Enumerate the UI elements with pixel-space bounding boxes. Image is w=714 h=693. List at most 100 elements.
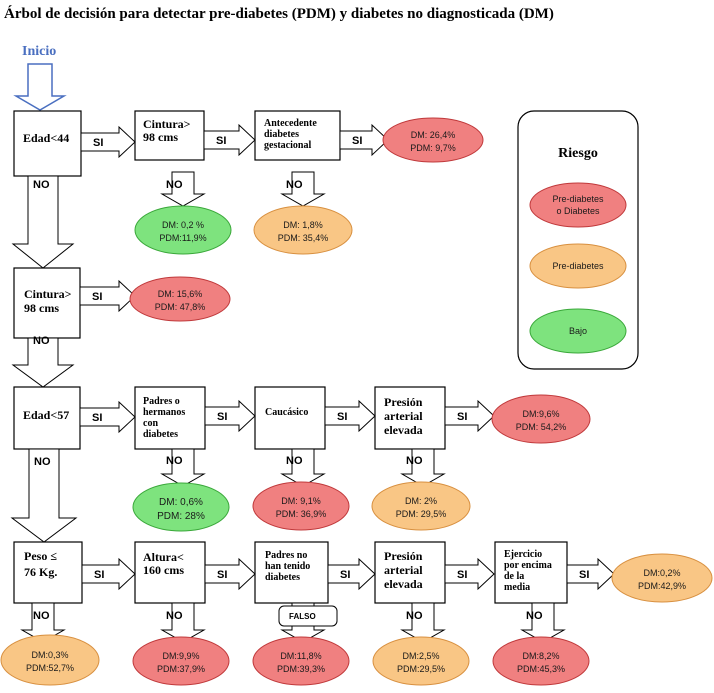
- box-padres_hermanos-line: con: [143, 418, 158, 429]
- outcome-r5_yes-pdm: PDM:42,9%: [638, 581, 686, 591]
- box-presion1-line: Presión: [384, 395, 423, 409]
- outcome-cintura1_no-dm: DM: 0,2 %: [162, 220, 204, 230]
- outcome-presion1_no-dm: DM: 2%: [405, 496, 437, 506]
- legend-item-high-label: Pre-diabetes: [552, 194, 604, 204]
- arrow-peso-si: [81, 557, 136, 591]
- outcome-altura_no-ellipse: [132, 636, 230, 686]
- arrow-padres-hermanos-si-label: SI: [217, 411, 227, 423]
- box-cintura1: [134, 110, 205, 161]
- outcome-caucasico_no-ellipse: [252, 481, 350, 531]
- box-caucasico: [254, 386, 326, 450]
- box-peso-line: 76 Kg.: [24, 565, 57, 579]
- arrow-edad57-no-label: NO: [34, 456, 51, 468]
- arrow-altura-no: [160, 602, 206, 643]
- outcome-padres_no_falso-pdm: PDM:39,3%: [277, 664, 325, 674]
- outcome-padres_hermanos_no-pdm: PDM: 28%: [157, 511, 205, 522]
- arrow-ejercicio-si: [566, 557, 615, 591]
- box-antecedente-line: gestacional: [264, 140, 311, 151]
- outcome-r1_yes-pdm: PDM: 9,7%: [410, 143, 456, 153]
- legend-item-high-ellipse: [529, 182, 627, 228]
- arrow-edad44-no-label: NO: [33, 179, 50, 191]
- legend-item-medium-label: Pre-diabetes: [552, 261, 604, 271]
- arrow-presion2-si-label: SI: [457, 569, 467, 581]
- arrow-ejercicio-no: [520, 602, 566, 643]
- arrow-antecedente-no: [280, 171, 326, 207]
- box-padres_no: [254, 541, 329, 604]
- outcome-r3_yes-ellipse: [491, 394, 591, 444]
- start-label: Inicio: [22, 44, 56, 59]
- outcome-r3_yes-pdm: PDM: 54,2%: [516, 422, 567, 432]
- falso-callout-label: FALSO: [289, 612, 316, 621]
- arrow-edad57-no: [10, 448, 78, 543]
- start-arrow: [13, 63, 67, 111]
- box-ejercicio-line: media: [504, 582, 530, 593]
- legend-box: [517, 110, 639, 370]
- outcome-padres_no_falso-ellipse: [252, 636, 350, 686]
- falso-callout: [278, 605, 338, 627]
- arrow-cintura1-si-label: SI: [216, 135, 226, 147]
- arrow-padres-hermanos-no: [160, 448, 206, 487]
- arrow-padres-no-si: [327, 557, 376, 591]
- outcome-r1_yes-ellipse: [382, 117, 484, 163]
- arrow-cintura1-si: [203, 123, 256, 157]
- box-edad57-line: Edad<57: [23, 408, 69, 422]
- legend-item-medium-ellipse: [529, 243, 627, 289]
- outcome-ejercicio_no-dm: DM:8,2%: [522, 651, 559, 661]
- box-presion1-line: arterial: [384, 409, 423, 423]
- outcome-peso_no-ellipse: [0, 634, 100, 686]
- box-padres_hermanos-line: hermanos: [143, 407, 185, 418]
- outcome-padres_no_falso-dm: DM:11,8%: [280, 651, 321, 661]
- outcome-presion2_no-ellipse: [372, 636, 470, 686]
- outcome-cintura1_no-pdm: PDM:11,9%: [159, 233, 206, 243]
- outcome-presion1_no-pdm: PDM: 29,5%: [396, 509, 447, 519]
- outcome-presion2_no-dm: DM:2,5%: [402, 651, 439, 661]
- outcome-antecedente_no-ellipse: [253, 205, 353, 255]
- outcome-presion2_no-pdm: PDM:29,5%: [397, 664, 445, 674]
- arrow-edad44-si-label: SI: [93, 137, 103, 149]
- outcome-antecedente_no-dm: DM: 1,8%: [283, 220, 323, 230]
- outcome-padres_hermanos_no-ellipse: [132, 482, 230, 532]
- arrow-cintura2-no: [11, 337, 75, 388]
- outcome-presion1_no-ellipse: [371, 481, 471, 531]
- box-altura: [134, 541, 206, 604]
- arrow-peso-no-label: NO: [33, 610, 50, 622]
- arrow-presion2-si: [444, 557, 495, 591]
- outcome-cintura2_yes-pdm: PDM: 47,8%: [155, 302, 206, 312]
- box-presion2-line: elevada: [384, 577, 423, 591]
- arrow-cintura2-no-label: NO: [33, 335, 50, 347]
- box-presion1-line: elevada: [384, 423, 423, 437]
- box-padres_hermanos-line: Padres o: [143, 396, 180, 407]
- outcome-cintura1_no-ellipse: [134, 205, 232, 255]
- outcome-r3_yes-dm: DM:9,6%: [522, 409, 559, 419]
- arrow-presion2-no: [400, 602, 446, 643]
- outcome-antecedente_no-pdm: PDM: 35,4%: [278, 233, 329, 243]
- box-cintura1-line: Cintura>: [143, 117, 191, 131]
- box-ejercicio: [494, 541, 568, 604]
- arrow-altura-si-label: SI: [217, 569, 227, 581]
- box-caucasico-line: Caucásico: [265, 407, 308, 418]
- arrow-peso-si-label: SI: [94, 569, 104, 581]
- arrow-antecedente-si: [339, 123, 389, 157]
- outcome-altura_no-dm: DM:9,9%: [162, 651, 199, 661]
- box-ejercicio-line: Ejercicio: [504, 549, 542, 560]
- outcome-caucasico_no-dm: DM: 9,1%: [281, 496, 321, 506]
- box-edad44: [13, 110, 82, 177]
- outcome-ejercicio_no-ellipse: [492, 636, 590, 686]
- outcome-cintura2_yes-dm: DM: 15,6%: [158, 289, 203, 299]
- legend-item-low-label: Bajo: [569, 326, 587, 336]
- box-padres_no-line: Padres no: [265, 550, 307, 561]
- box-padres_no-line: diabetes: [265, 572, 300, 583]
- arrow-edad44-si: [80, 125, 136, 159]
- arrow-altura-no-label: NO: [166, 610, 183, 622]
- box-ejercicio-line: de la: [504, 571, 524, 582]
- arrow-altura-si: [204, 557, 256, 591]
- outcome-altura_no-pdm: PDM:37,9%: [157, 664, 205, 674]
- outcome-peso_no-dm: DM:0,3%: [31, 650, 68, 660]
- box-cintura2-line: Cintura>: [24, 287, 72, 301]
- arrow-cintura2-si-label: SI: [92, 291, 102, 303]
- box-edad44-line: Edad<44: [23, 131, 69, 145]
- arrow-edad44-no: [11, 175, 75, 269]
- box-ejercicio-line: por encima: [504, 560, 552, 571]
- box-padres_hermanos-line: diabetes: [143, 429, 178, 440]
